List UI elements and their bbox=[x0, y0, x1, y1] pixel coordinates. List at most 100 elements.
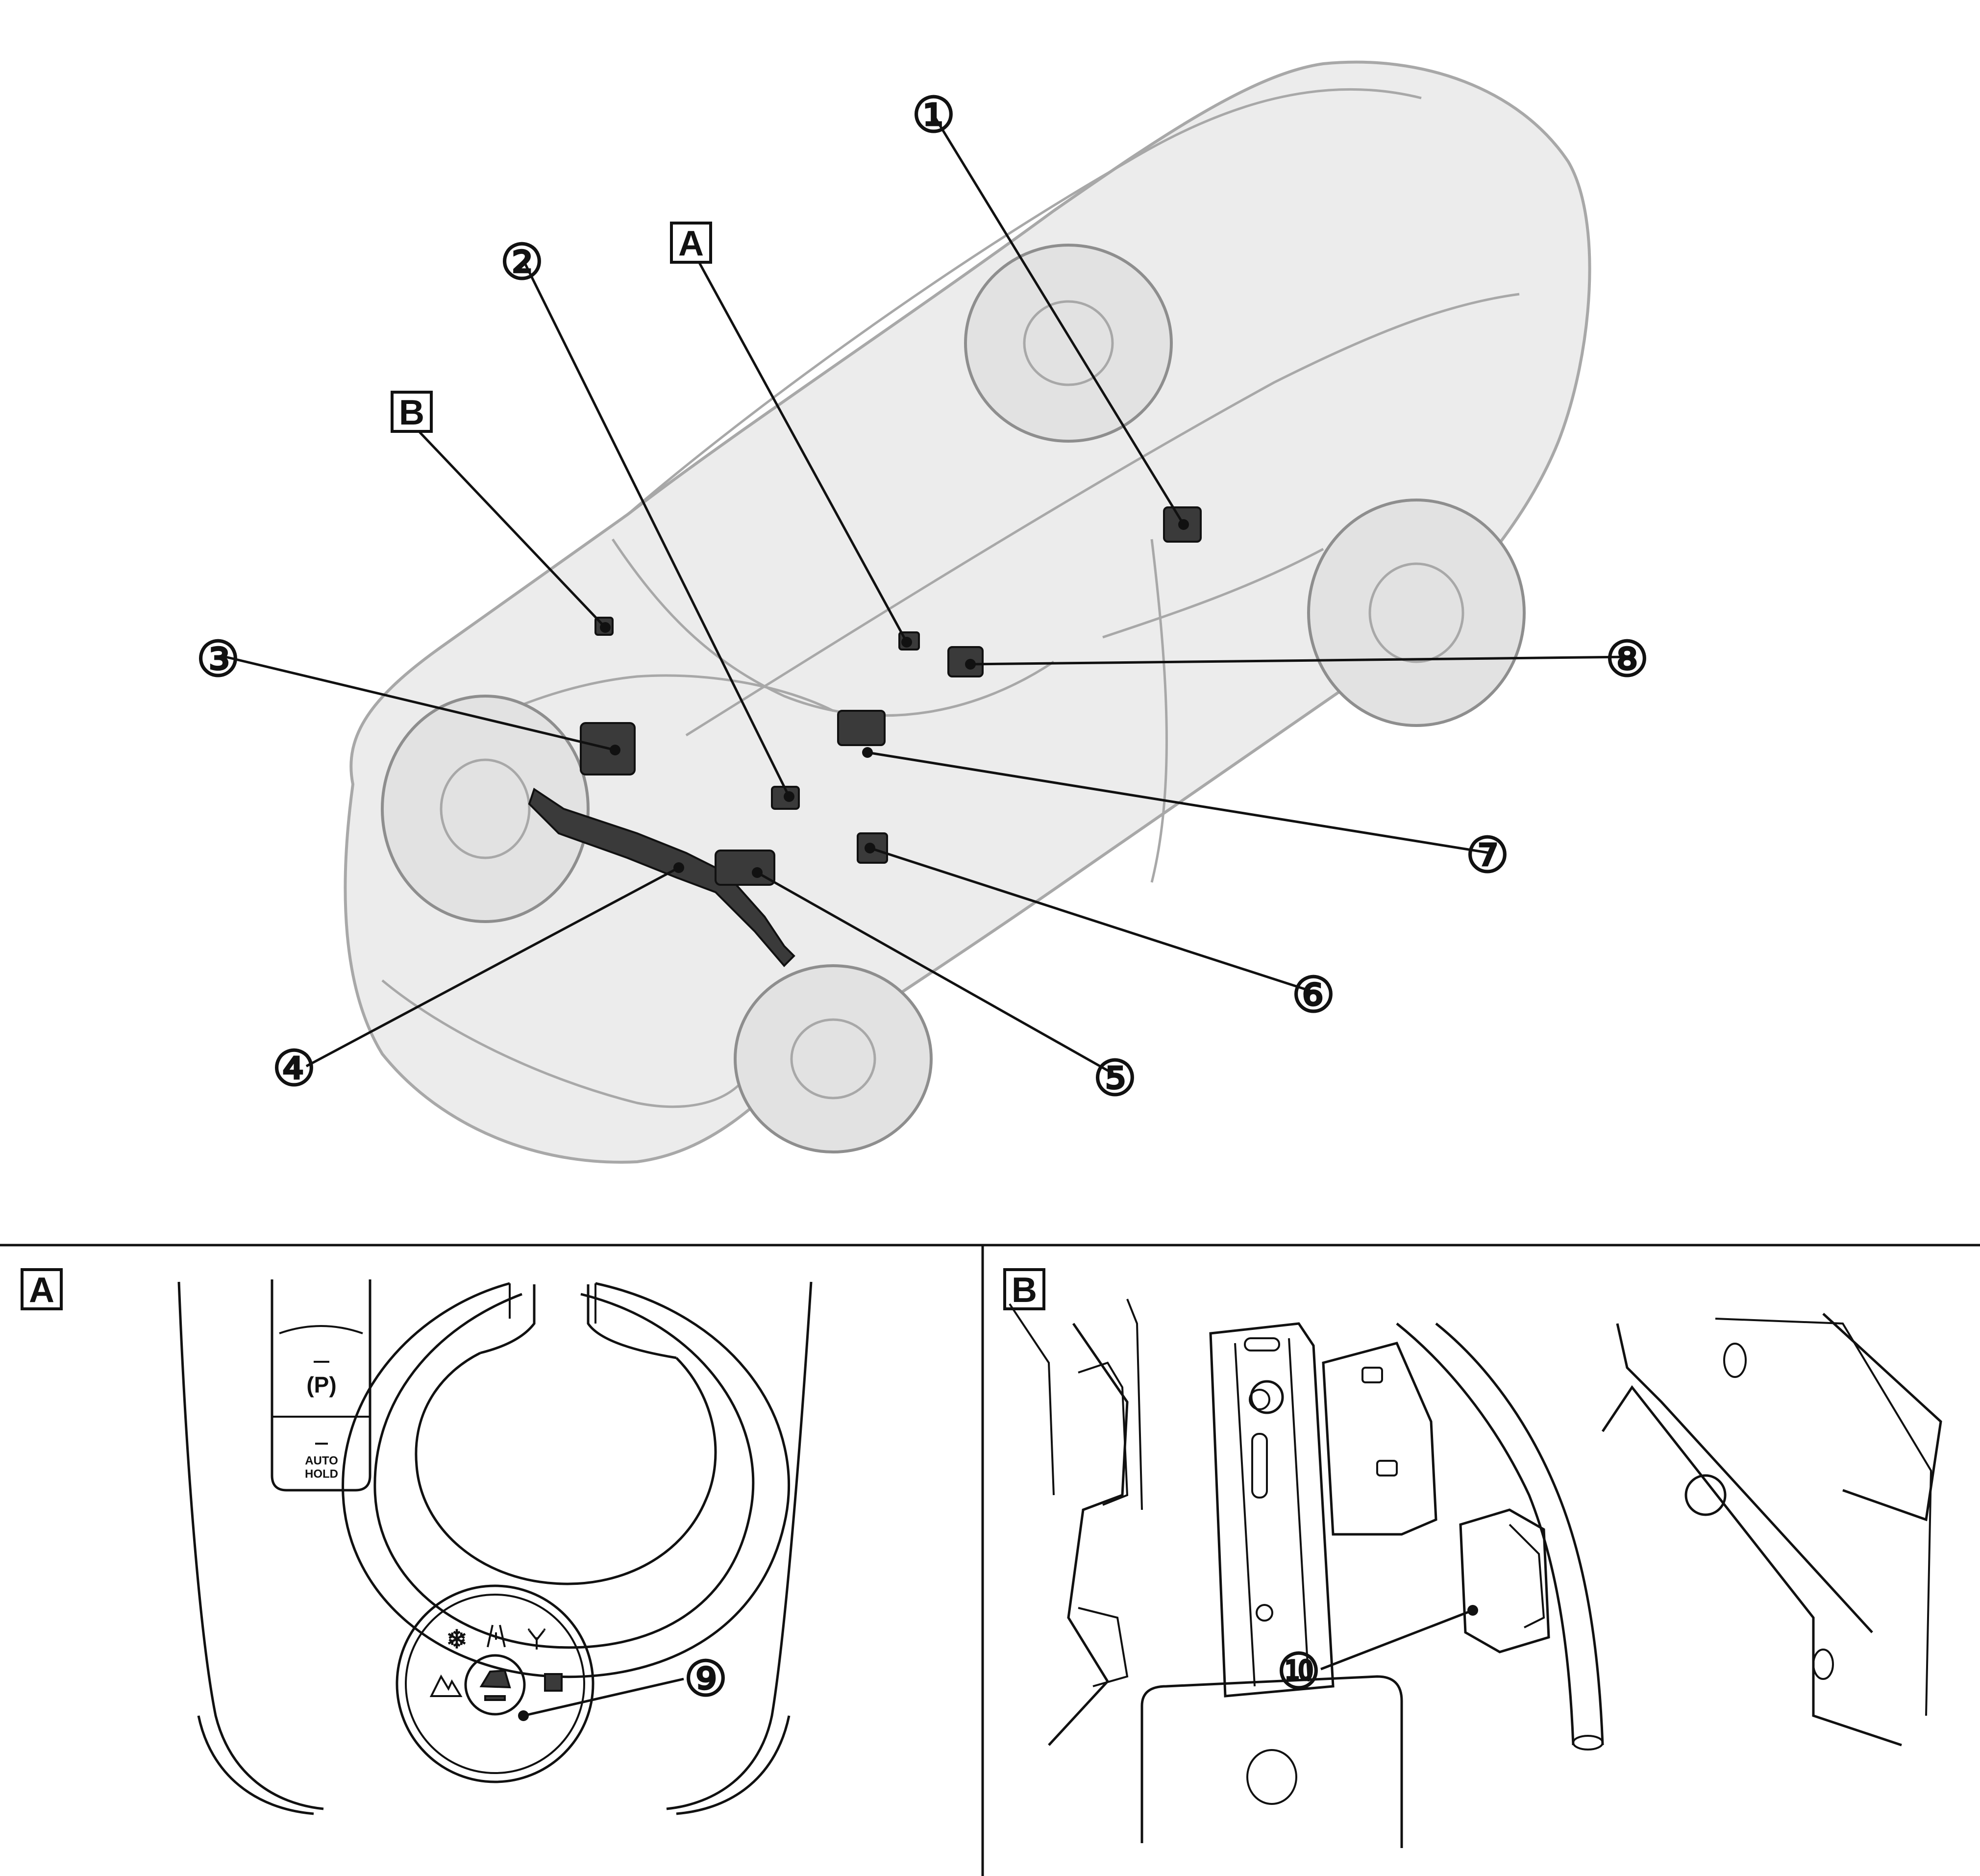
bracket-slot-2 bbox=[1251, 1433, 1268, 1499]
wire-harness bbox=[1396, 1323, 1575, 1746]
leader-b-dot bbox=[600, 622, 611, 633]
parking-brake-switch-top bbox=[279, 1325, 363, 1334]
drive-mode-dial-inner bbox=[405, 1594, 585, 1774]
callout-9: ⑨ bbox=[684, 1651, 728, 1706]
roof-line bbox=[626, 88, 1422, 516]
leader-5 bbox=[756, 871, 1118, 1077]
right-hole-2 bbox=[1812, 1649, 1834, 1680]
component-10-module bbox=[1459, 1508, 1550, 1653]
rough-road-icon bbox=[487, 1625, 506, 1648]
right-member bbox=[1715, 1318, 1932, 1716]
vehicle-on-slope-icon bbox=[479, 1669, 511, 1689]
front-left-wheel bbox=[381, 695, 590, 923]
leader-4 bbox=[305, 866, 680, 1068]
center-bracket-inner bbox=[1234, 1338, 1310, 1687]
right-brace bbox=[1601, 1323, 1902, 1747]
component-4-steering-rack bbox=[528, 787, 795, 967]
parking-brake-symbol: (P) bbox=[306, 1372, 336, 1398]
shift-boot-neck bbox=[480, 1284, 677, 1359]
leader-9 bbox=[523, 1677, 684, 1717]
callout-5: ⑤ bbox=[1093, 1051, 1137, 1106]
eco-leaf-icon bbox=[528, 1628, 545, 1650]
vehicle-overview: ① ② ③ ④ ⑤ ⑥ ⑦ ⑧ A B bbox=[196, 60, 1649, 1164]
harness-end bbox=[1572, 1735, 1604, 1751]
bracket-slot-1 bbox=[1244, 1337, 1280, 1351]
door-line bbox=[1102, 539, 1324, 883]
plate-slot-1 bbox=[1361, 1367, 1383, 1383]
front-left-wheel-hub bbox=[440, 758, 531, 859]
rear-left-wheel bbox=[964, 244, 1173, 443]
bracket-hole-2 bbox=[1256, 1604, 1273, 1622]
leader-7 bbox=[867, 751, 1490, 854]
bracket-bolt bbox=[1250, 1380, 1284, 1414]
bracket-hole-1 bbox=[1249, 1389, 1270, 1410]
leader-6 bbox=[869, 847, 1316, 994]
leader-4-dot bbox=[673, 862, 684, 873]
leader-8 bbox=[970, 655, 1630, 666]
vehicle-body bbox=[344, 60, 1591, 1164]
left-clip bbox=[1078, 1361, 1129, 1687]
leader-10-dot bbox=[1467, 1605, 1478, 1616]
component-5 bbox=[715, 850, 775, 886]
callout-3: ③ bbox=[196, 632, 240, 687]
rear-right-wheel-hub bbox=[1368, 562, 1464, 663]
leader-8-dot bbox=[965, 659, 976, 670]
leader-10 bbox=[1320, 1609, 1473, 1671]
plate-slot-2 bbox=[1376, 1460, 1398, 1476]
view-ref-a: A bbox=[678, 224, 704, 263]
callout-2: ② bbox=[500, 235, 544, 290]
console-right-edge-inner bbox=[676, 1715, 791, 1815]
front-right-wheel-hub bbox=[790, 1018, 876, 1100]
leader-9-dot bbox=[518, 1710, 529, 1721]
parking-brake-switch bbox=[271, 1279, 371, 1492]
leader-3-dot bbox=[610, 745, 620, 755]
callout-8: ⑧ bbox=[1605, 632, 1649, 687]
console-left-edge bbox=[177, 1281, 324, 1810]
right-hole-1 bbox=[1723, 1343, 1747, 1378]
shift-boot-inner-ring bbox=[415, 1351, 717, 1585]
front-right-wheel bbox=[734, 964, 933, 1153]
right-bolt bbox=[1684, 1474, 1727, 1516]
drive-mode-dial-outer bbox=[396, 1584, 594, 1783]
panel-a-label-box bbox=[21, 1268, 63, 1310]
drive-mode-dial-bar bbox=[484, 1695, 506, 1701]
windshield-line bbox=[611, 538, 1055, 717]
center-bracket bbox=[1209, 1322, 1335, 1698]
lower-cover-hole bbox=[1246, 1749, 1297, 1805]
left-vertical-member bbox=[1009, 1299, 1143, 1510]
leader-6-dot bbox=[865, 843, 875, 853]
component-7 bbox=[837, 710, 886, 746]
side-line bbox=[685, 293, 1520, 737]
lower-cover bbox=[1140, 1675, 1403, 1848]
rear-left-wheel-hub bbox=[1023, 300, 1114, 386]
checkered-flag-icon bbox=[544, 1673, 563, 1692]
shift-boot-middle-ring bbox=[373, 1293, 755, 1649]
view-ref-a-box bbox=[670, 222, 712, 264]
wire-harness-edge bbox=[1435, 1323, 1604, 1746]
auto-hold-label-line1: AUTO bbox=[305, 1454, 338, 1468]
panel-b-label: B bbox=[1012, 1271, 1037, 1310]
leader-b bbox=[416, 428, 606, 628]
callout-7: ⑦ bbox=[1465, 828, 1510, 883]
left-clip-bracket bbox=[1048, 1323, 1129, 1746]
leader-1-dot bbox=[1178, 519, 1189, 530]
callout-10: ⑩ bbox=[1277, 1644, 1321, 1699]
console-right-edge bbox=[666, 1281, 813, 1810]
right-mount-plate bbox=[1822, 1313, 1942, 1522]
panel-b-label-box bbox=[1003, 1268, 1045, 1310]
connector-plate bbox=[1322, 1342, 1437, 1536]
view-ref-b-box bbox=[391, 391, 433, 433]
grille-line bbox=[381, 979, 746, 1108]
snowflake-icon: ❄ bbox=[446, 1626, 468, 1654]
drive-mode-dial-center bbox=[464, 1654, 526, 1716]
rear-right-wheel bbox=[1307, 499, 1526, 727]
leader-7-dot bbox=[862, 747, 873, 758]
leader-2 bbox=[523, 261, 791, 798]
component-10-connector bbox=[1509, 1524, 1545, 1628]
leader-a-dot bbox=[901, 637, 912, 648]
console-left-edge-inner bbox=[197, 1715, 314, 1815]
leader-a bbox=[690, 247, 908, 643]
shift-boot-neck-inner bbox=[509, 1283, 596, 1324]
view-ref-b: B bbox=[399, 393, 424, 432]
